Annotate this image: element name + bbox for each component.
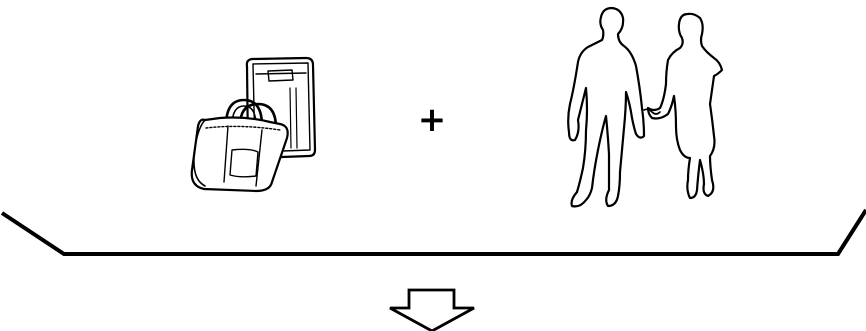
woman-silhouette	[648, 14, 722, 198]
grouping-bracket	[2, 210, 866, 254]
luggage-icon	[192, 58, 315, 191]
plus-sign: +	[418, 100, 447, 140]
arrow-down-icon	[390, 290, 474, 331]
couple-silhouette-icon	[568, 8, 722, 206]
duffel-bag-icon	[192, 100, 288, 191]
man-silhouette	[568, 8, 644, 206]
